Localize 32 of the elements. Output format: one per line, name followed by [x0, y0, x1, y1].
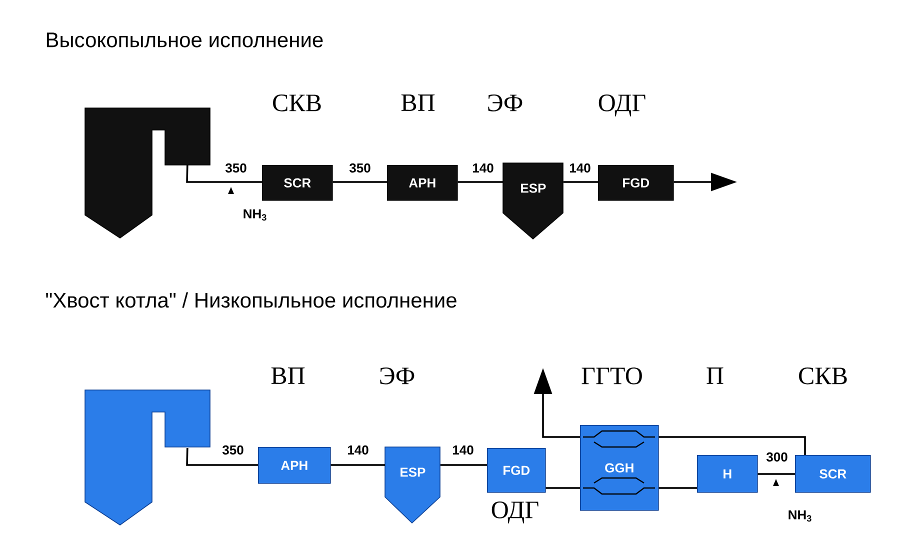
edge-label: 350	[348, 162, 372, 174]
edge-label: 140	[346, 444, 370, 456]
boiler-shape	[84, 108, 210, 238]
boiler-shape	[84, 390, 210, 526]
chemical-label: NH$_{3}$	[788, 510, 812, 522]
edge-label: 140	[568, 162, 592, 174]
process-box: FGD	[598, 165, 674, 201]
process-box: H	[697, 455, 758, 493]
edge-label: 350	[224, 162, 248, 174]
beside-label: ВП	[271, 368, 305, 384]
beside-label: ЭФ	[380, 368, 414, 384]
heading: Высокопыльное исполнение	[46, 32, 323, 48]
edge-label: 140	[471, 162, 495, 174]
heading: "Хвост котла" / Низкопыльное исполнение	[46, 292, 456, 308]
edge-label: 300	[765, 451, 789, 463]
process-box: FGD	[487, 448, 546, 493]
process-box: SCR	[795, 455, 871, 493]
beside-label: СКВ	[273, 94, 321, 112]
heat-exchanger-box: GGH	[580, 425, 659, 511]
process-box: APH	[387, 165, 458, 201]
edge-label: 140	[451, 444, 475, 456]
edge-label: 350	[221, 444, 245, 456]
beside-label: СКВ	[799, 368, 847, 384]
beside-label: ОДГ	[598, 94, 646, 116]
beside-label: ЭФ	[488, 94, 522, 112]
beside-label: ВП	[401, 94, 435, 111]
process-box: APH	[258, 447, 331, 484]
beside-label: П	[706, 368, 724, 384]
beside-label: ОДГ	[492, 502, 538, 524]
process-box: SCR	[262, 165, 333, 201]
beside-label: ГГТО	[582, 368, 642, 384]
chemical-label: NH$_{3}$	[244, 209, 266, 221]
